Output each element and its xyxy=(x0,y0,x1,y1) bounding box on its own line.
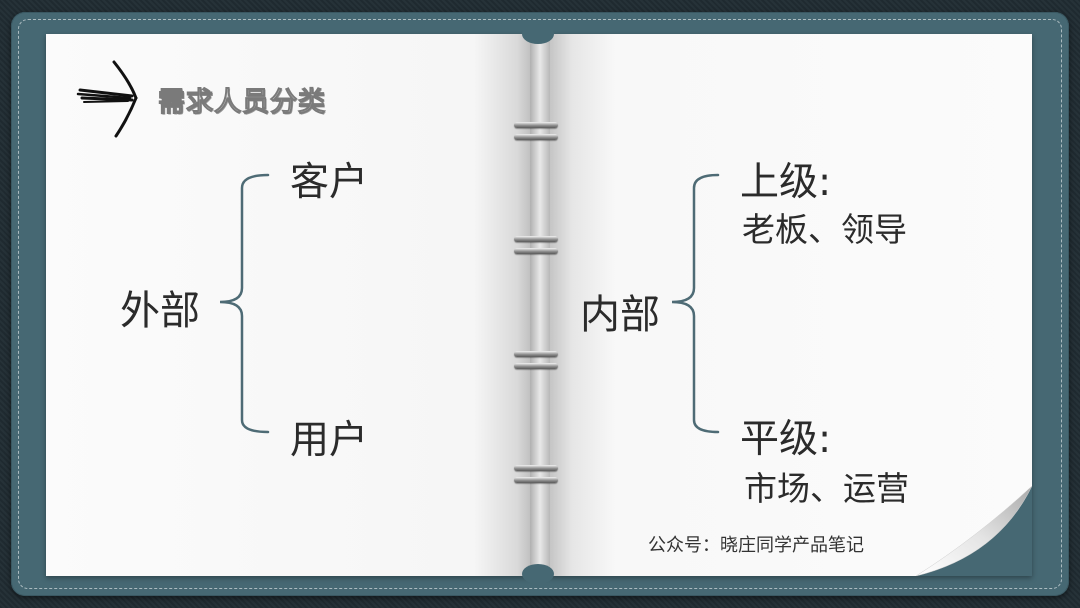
item-customer: 客户 xyxy=(290,160,369,205)
page-curl xyxy=(916,486,1032,576)
cover-stitching xyxy=(18,19,1062,589)
item-user: 用户 xyxy=(290,418,369,463)
item-superior-label: 上级: xyxy=(740,160,832,205)
item-peer-detail: 市场、运营 xyxy=(744,469,909,508)
right-page xyxy=(548,34,1032,576)
bottom-notch xyxy=(522,564,554,584)
binder-ring xyxy=(514,236,558,258)
left-page xyxy=(46,34,532,576)
group-external: 外部 xyxy=(120,288,200,334)
binder-ring xyxy=(514,122,558,144)
footer-credit: 公众号：晓庄同学产品笔记 xyxy=(648,535,864,556)
right-bracket xyxy=(671,173,720,434)
item-peer-label: 平级: xyxy=(740,417,832,462)
group-internal: 内部 xyxy=(580,292,660,338)
book-gutter xyxy=(530,34,550,576)
item-superior-detail: 老板、领导 xyxy=(742,210,907,249)
top-notch xyxy=(522,24,554,44)
left-bracket xyxy=(219,173,270,434)
binder-ring xyxy=(514,465,558,487)
arrow-icon xyxy=(76,60,138,138)
binder-ring xyxy=(514,351,558,373)
page-title: 需求人员分类 xyxy=(158,87,326,119)
